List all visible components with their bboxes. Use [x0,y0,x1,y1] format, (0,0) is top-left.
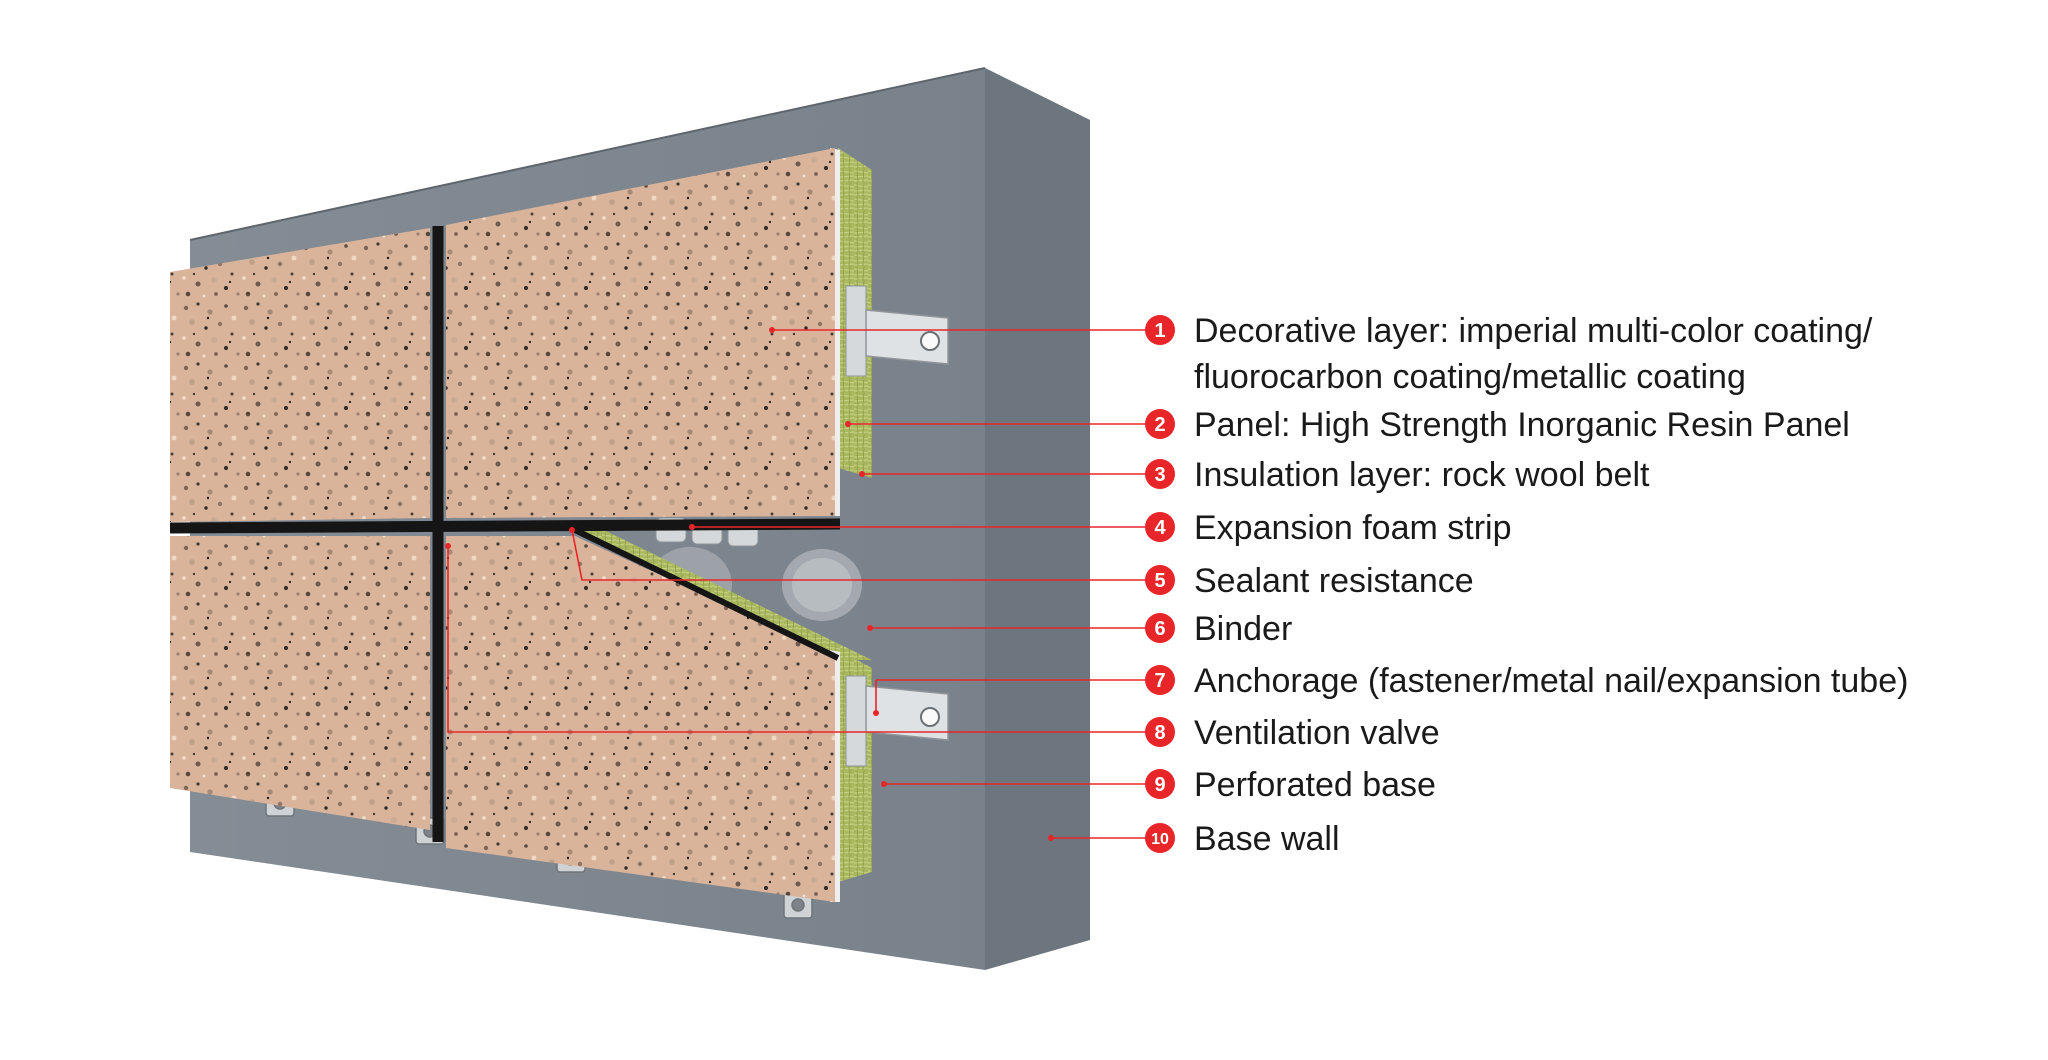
callout-label-10: Base wall [1194,820,1340,858]
callout-label-4: Expansion foam strip [1194,509,1512,547]
callout-badge-number-6: 6 [1154,618,1165,640]
callout-4: 4 Expansion foam strip [1145,509,1512,547]
callout-label-7: Anchorage (fastener/metal nail/expansion… [1194,662,1908,700]
callout-label-5: Sealant resistance [1194,562,1474,600]
panel-lower-left [170,536,430,830]
callout-1: 1 Decorative layer: imperial multi-color… [1145,312,1873,396]
callout-target-dots [445,327,1054,841]
callout-badge-number-2: 2 [1154,414,1165,436]
callout-label-6: Binder [1194,610,1292,648]
side-anchor-clips [845,285,949,767]
callout-badge-2 [1145,409,1175,439]
callout-3: 3 Insulation layer: rock wool belt [1145,456,1650,494]
panel-upper-left [170,228,430,522]
callout-6: 6 Binder [1145,610,1292,648]
callout-badge-number-7: 7 [1154,670,1165,692]
callout-label-1-line-1: Decorative layer: imperial multi-color c… [1194,312,1873,350]
callout-badge-5 [1145,565,1175,595]
callout-leaders [447,329,1146,839]
callout-badge-9 [1145,769,1175,799]
callout-10: 10 Base wall [1145,820,1340,858]
callout-label-2: Panel: High Strength Inorganic Resin Pan… [1194,406,1850,444]
callout-badge-6 [1145,613,1175,643]
callout-badge-10 [1145,823,1175,853]
callout-badge-4 [1145,512,1175,542]
callout-badge-number-5: 5 [1154,570,1165,592]
callout-2: 2 Panel: High Strength Inorganic Resin P… [1145,406,1850,444]
callout-7: 7 Anchorage (fastener/metal nail/expansi… [1145,662,1908,700]
callout-label-8: Ventilation valve [1194,714,1440,752]
panel-lower-right [446,536,835,902]
insulation-diagonal-cut [575,528,872,660]
callout-badge-1 [1145,315,1175,345]
panel-joints [169,226,841,842]
callout-badge-number-3: 3 [1154,464,1165,486]
callout-badge-number-4: 4 [1154,517,1166,539]
callout-badge-number-1: 1 [1154,320,1165,342]
callout-label-1-line-2: fluorocarbon coating/metallic coating [1194,358,1746,396]
callout-badge-7 [1145,665,1175,695]
callout-label-9: Perforated base [1194,766,1436,804]
base-wall-side-face [985,68,1090,970]
callout-label-3: Insulation layer: rock wool belt [1194,456,1650,494]
callout-badge-number-10: 10 [1151,831,1169,848]
callout-8: 8 Ventilation valve [1145,714,1440,752]
callout-9: 9 Perforated base [1145,766,1436,804]
callout-list: 1 Decorative layer: imperial multi-color… [1145,312,1908,858]
callout-badge-number-8: 8 [1154,722,1165,744]
callout-badge-3 [1145,459,1175,489]
callout-badge-8 [1145,717,1175,747]
callout-badge-number-9: 9 [1154,774,1165,796]
panel-upper-right [446,148,835,518]
callout-5: 5 Sealant resistance [1145,562,1474,600]
